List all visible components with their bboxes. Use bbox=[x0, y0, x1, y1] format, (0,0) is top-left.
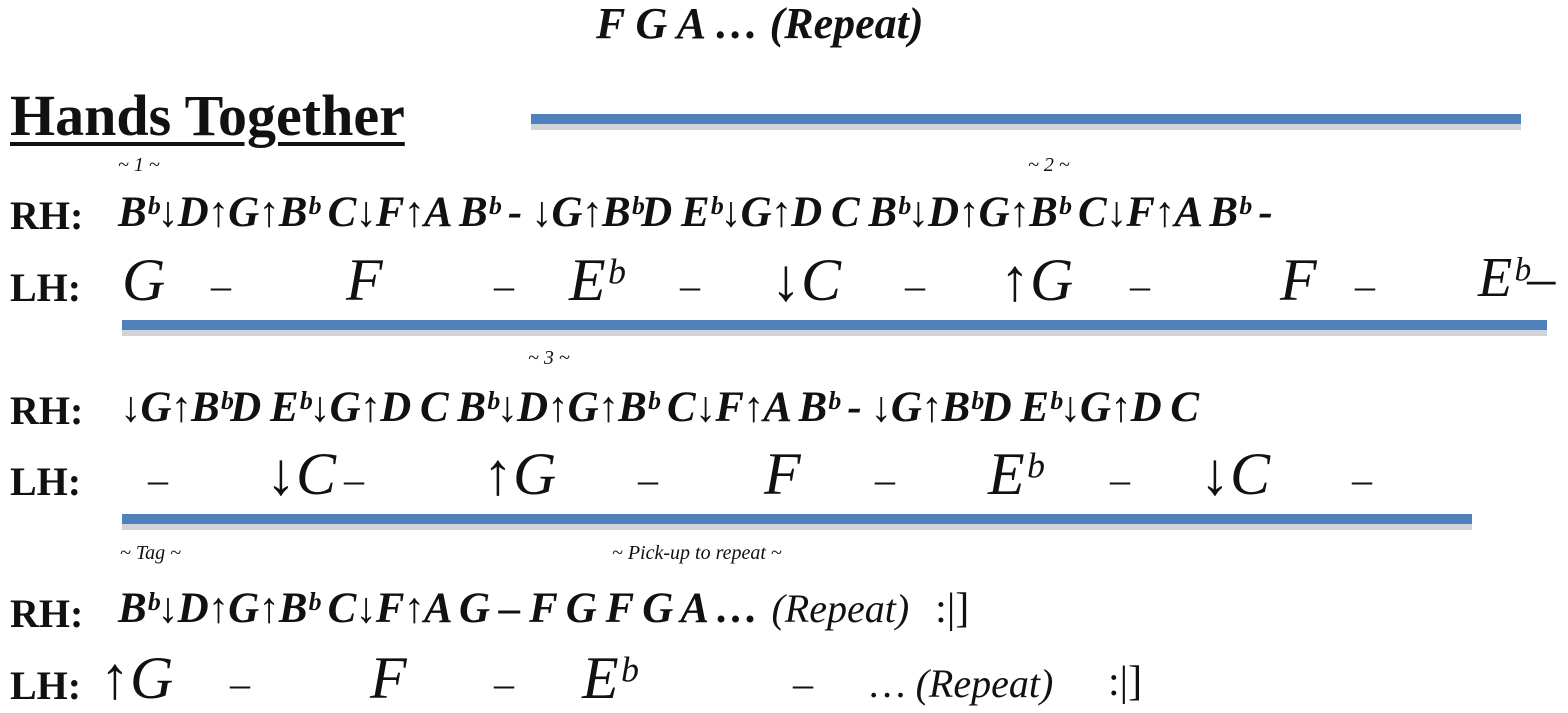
pickup-marker: ~ Pick-up to repeat ~ bbox=[612, 542, 782, 564]
lh-dash: – bbox=[905, 263, 925, 308]
lh-note: ↑G bbox=[1000, 247, 1074, 313]
lh-dash: – bbox=[344, 457, 364, 502]
lh-note: F bbox=[764, 441, 801, 507]
rh-notes-line-1: Bᵇ↓D↑G↑Bᵇ C↓F↑A Bᵇ - ↓G↑BᵇD Eᵇ↓G↑D C Bᵇ↓… bbox=[118, 189, 1273, 236]
repeat-barline: :|] bbox=[935, 586, 970, 632]
lh-dash: – bbox=[793, 661, 813, 706]
rh-notes-line-2: ↓G↑BᵇD Eᵇ↓G↑D C Bᵇ↓D↑G↑Bᵇ C↓F↑A Bᵇ - ↓G↑… bbox=[120, 384, 1199, 431]
lh-dash: – bbox=[230, 661, 250, 706]
lh-dash: – bbox=[1130, 263, 1150, 308]
lh-note: Eᵇ– bbox=[1478, 247, 1556, 309]
rh-label: RH: bbox=[10, 591, 84, 636]
lh-note: ↑G bbox=[100, 645, 174, 711]
lh-note: Eᵇ bbox=[569, 247, 622, 313]
lh-dash: – bbox=[1110, 457, 1130, 502]
measure-marker-3: ~ 3 ~ bbox=[528, 347, 570, 369]
rh-label: RH: bbox=[10, 193, 84, 238]
measure-marker-1: ~ 1 ~ bbox=[118, 154, 160, 176]
lh-dash: – bbox=[875, 457, 895, 502]
repeat-text: … (Repeat) bbox=[870, 661, 1054, 706]
lh-note: F bbox=[346, 247, 383, 313]
lh-dash: – bbox=[148, 457, 168, 502]
lh-note: Eᵇ bbox=[988, 441, 1041, 507]
lh-dash: – bbox=[494, 263, 514, 308]
lh-note: ↓C bbox=[266, 441, 337, 507]
section-title: Hands Together bbox=[10, 83, 405, 148]
rh-label: RH: bbox=[10, 388, 84, 433]
lh-label: LH: bbox=[10, 663, 82, 708]
lh-dash: – bbox=[211, 263, 231, 308]
lh-note: G bbox=[122, 247, 166, 313]
rh-notes-line-3: Bᵇ↓D↑G↑Bᵇ C↓F↑A G – F G F G A … (Repeat)… bbox=[118, 584, 969, 633]
lh-dash: – bbox=[494, 661, 514, 706]
lh-note: F bbox=[1280, 247, 1317, 313]
lh-note: Eᵇ bbox=[582, 645, 635, 711]
tag-notes: Bᵇ↓D↑G↑Bᵇ C↓F↑A G – F G F G A … bbox=[118, 585, 758, 632]
lh-dash: – bbox=[680, 263, 700, 308]
measure-marker-2: ~ 2 ~ bbox=[1028, 154, 1070, 176]
lh-label: LH: bbox=[10, 459, 82, 504]
system-rule-2 bbox=[122, 514, 1472, 524]
lh-note: F bbox=[370, 645, 407, 711]
lh-dash: – bbox=[638, 457, 658, 502]
lh-dash: – bbox=[1355, 263, 1375, 308]
repeat-barline: :|] bbox=[1108, 659, 1143, 705]
system-rule-1 bbox=[122, 320, 1547, 330]
tag-marker: ~ Tag ~ bbox=[120, 542, 181, 564]
lh-note: ↑G bbox=[483, 441, 557, 507]
lh-note: ↓C bbox=[771, 247, 842, 313]
lh-label: LH: bbox=[10, 265, 82, 310]
lh-note: ↓C bbox=[1200, 441, 1271, 507]
previous-section-tail: F G A … (Repeat) bbox=[596, 0, 924, 48]
lh-dash: – bbox=[1352, 457, 1372, 502]
header-rule bbox=[531, 114, 1521, 124]
repeat-text: (Repeat) bbox=[771, 586, 910, 631]
